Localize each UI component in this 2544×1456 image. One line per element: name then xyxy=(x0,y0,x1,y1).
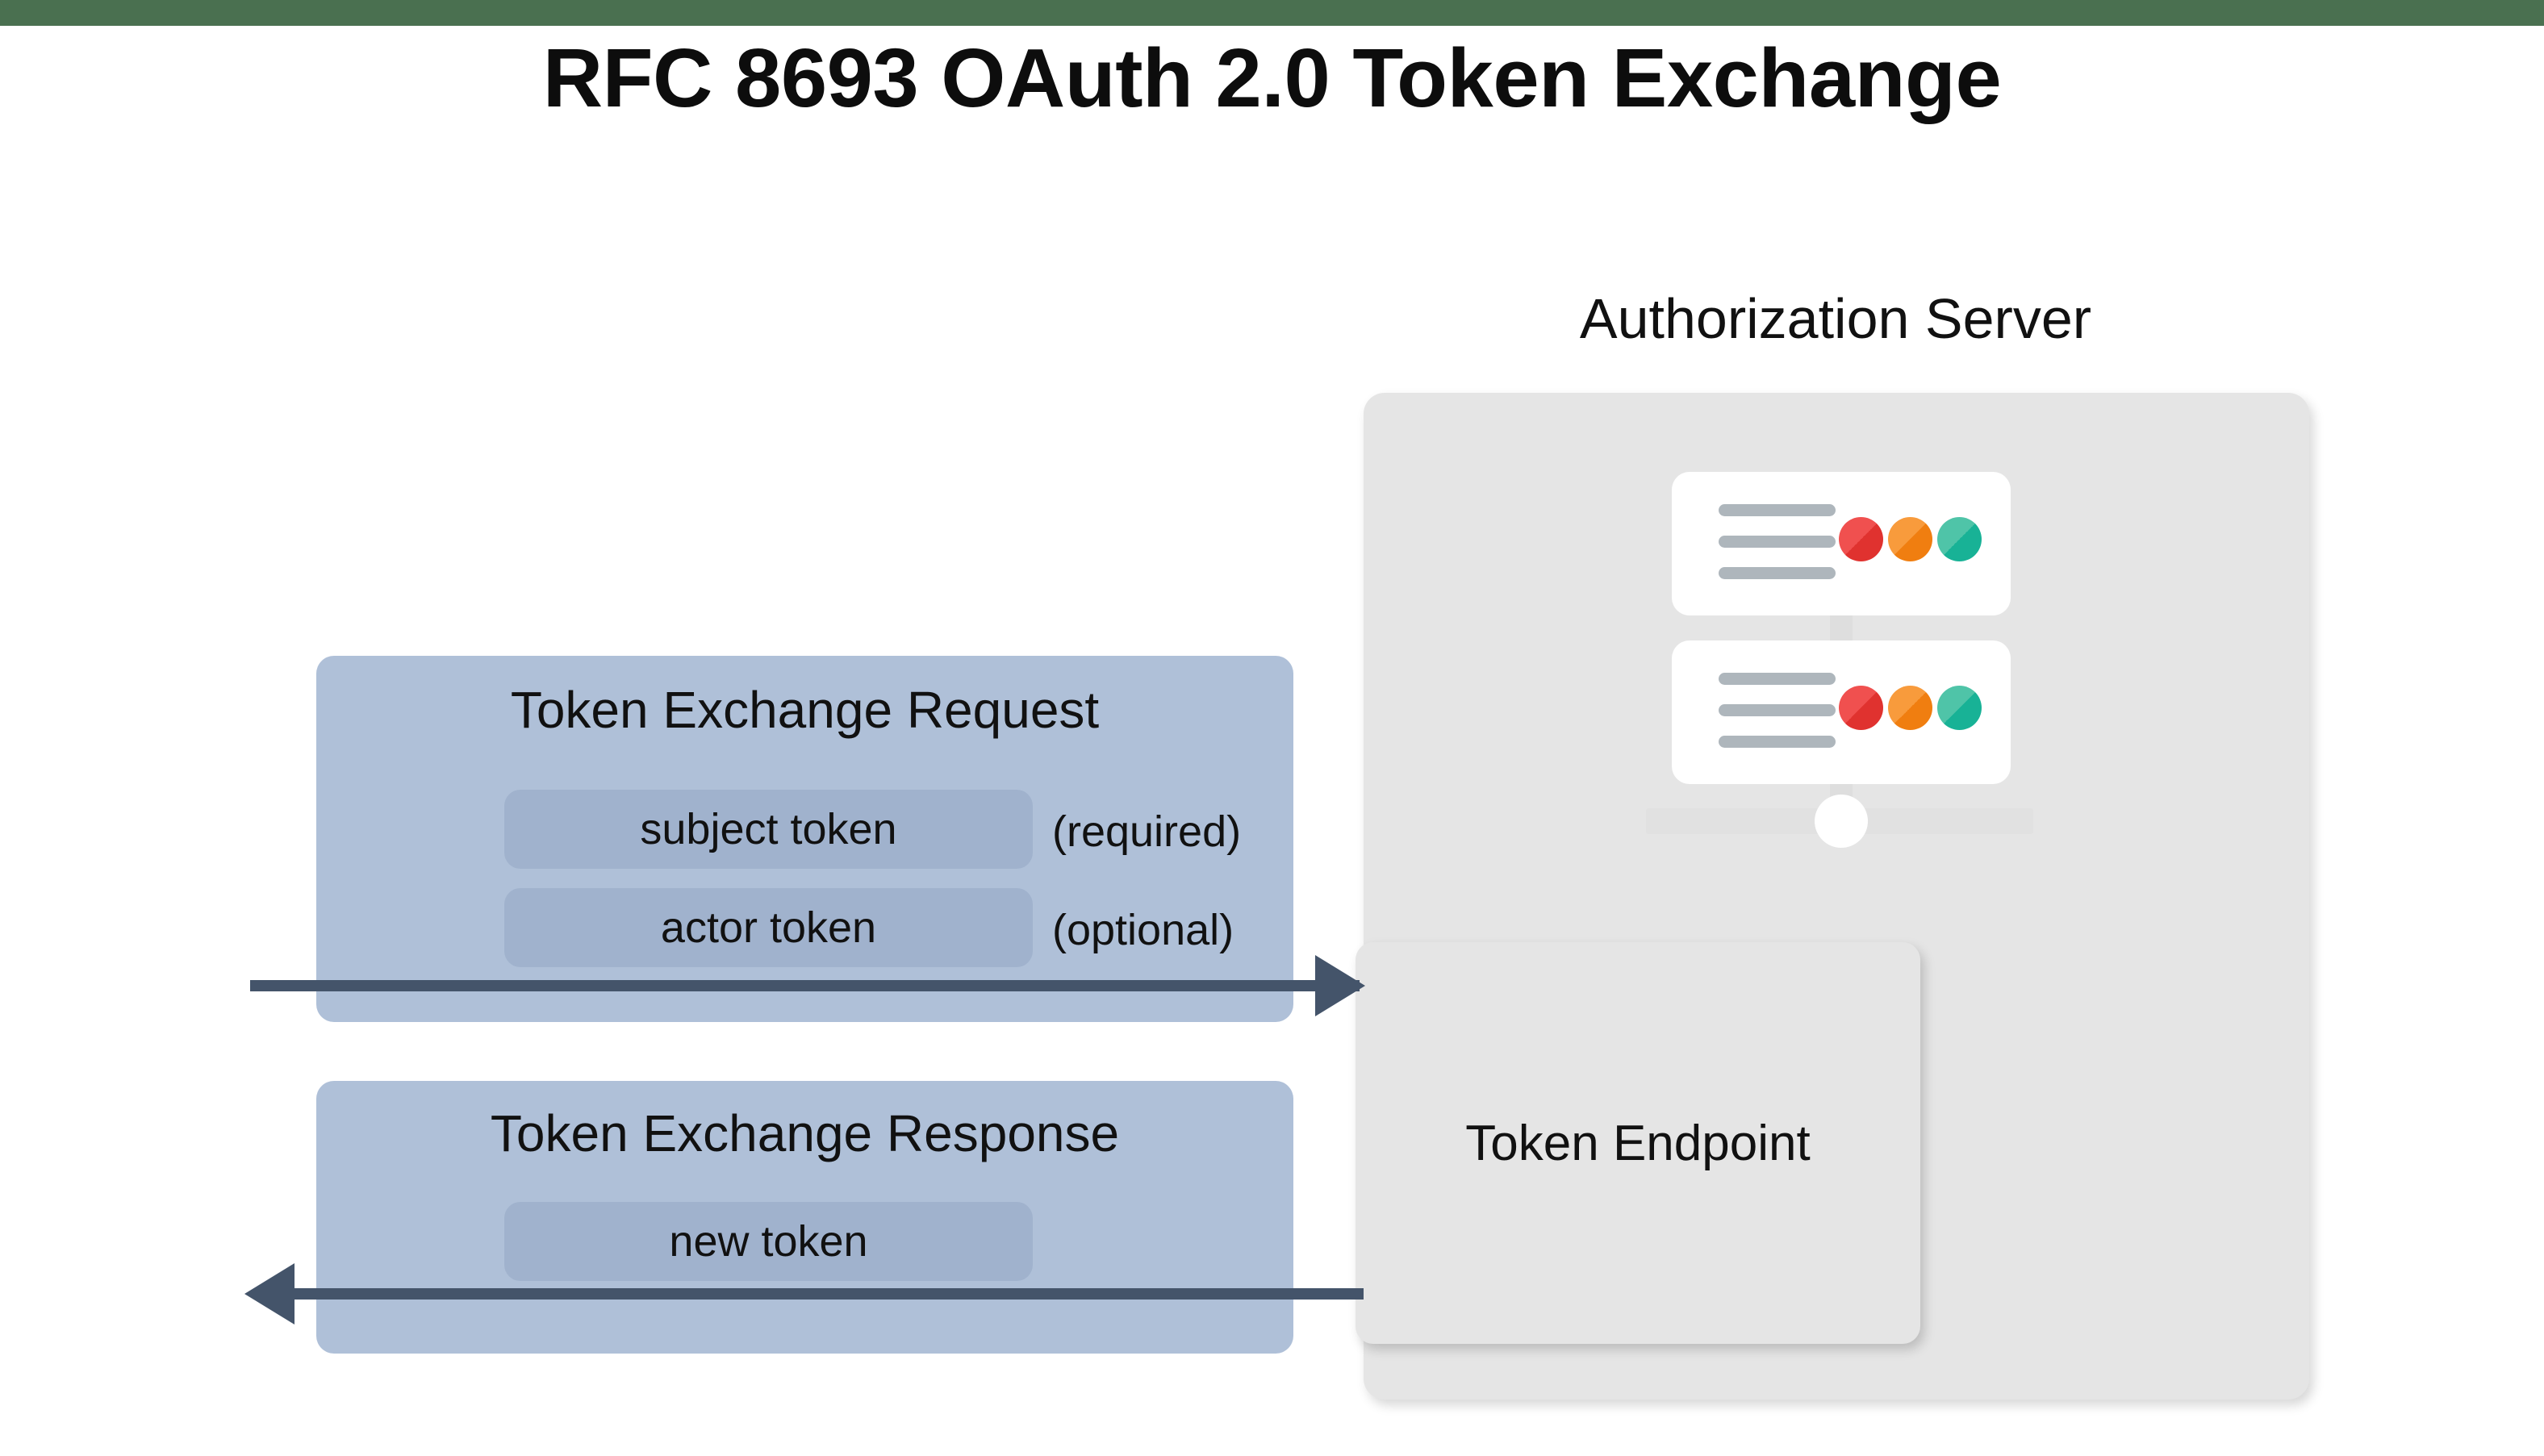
top-accent-bar xyxy=(0,0,2544,26)
server-line-icon xyxy=(1719,504,1836,516)
new-token-label: new token xyxy=(669,1217,868,1266)
new-token-pill: new token xyxy=(504,1202,1033,1281)
server-line-icon xyxy=(1719,736,1836,748)
token-exchange-response-title: Token Exchange Response xyxy=(490,1104,1120,1162)
response-arrow-head-icon xyxy=(244,1263,295,1325)
server-card-upper xyxy=(1672,472,2011,615)
server-line-icon xyxy=(1719,673,1836,685)
server-line-icon xyxy=(1719,567,1836,579)
server-status-dots-upper xyxy=(1839,517,1982,565)
server-slider-knob-icon xyxy=(1815,795,1868,848)
server-card-lower xyxy=(1672,640,2011,784)
status-dot-teal-icon xyxy=(1937,686,1982,730)
server-rack-illustration xyxy=(1646,472,2033,848)
subject-token-label: subject token xyxy=(640,805,897,853)
page-title: RFC 8693 OAuth 2.0 Token Exchange xyxy=(542,31,2002,124)
server-status-dots-lower xyxy=(1839,686,1982,734)
token-exchange-request-title: Token Exchange Request xyxy=(510,681,1100,739)
token-exchange-response-box: Token Exchange Response new token xyxy=(316,1081,1293,1354)
status-dot-orange-icon xyxy=(1888,517,1932,561)
actor-token-pill: actor token xyxy=(504,888,1033,967)
authorization-server-label: Authorization Server xyxy=(1579,287,2092,350)
server-line-icon xyxy=(1719,536,1836,548)
response-arrow-line xyxy=(278,1288,1364,1300)
status-dot-red-icon xyxy=(1839,686,1883,730)
status-dot-teal-icon xyxy=(1937,517,1982,561)
server-card-lines-lower xyxy=(1719,673,1836,767)
status-dot-orange-icon xyxy=(1888,686,1932,730)
request-arrow-head-icon xyxy=(1315,955,1365,1016)
server-card-lines-upper xyxy=(1719,504,1836,599)
subject-token-requirement-note: (required) xyxy=(1052,807,1242,856)
actor-token-label: actor token xyxy=(660,903,877,952)
request-arrow-line xyxy=(250,980,1360,991)
actor-token-requirement-note: (optional) xyxy=(1052,906,1234,954)
token-exchange-request-box: Token Exchange Request subject token (re… xyxy=(316,656,1293,1022)
status-dot-red-icon xyxy=(1839,517,1883,561)
token-endpoint-label: Token Endpoint xyxy=(1465,1115,1811,1171)
token-endpoint-card[interactable]: Token Endpoint xyxy=(1356,942,1920,1344)
subject-token-pill: subject token xyxy=(504,790,1033,869)
server-connector-stub-upper xyxy=(1830,615,1853,640)
server-line-icon xyxy=(1719,704,1836,716)
